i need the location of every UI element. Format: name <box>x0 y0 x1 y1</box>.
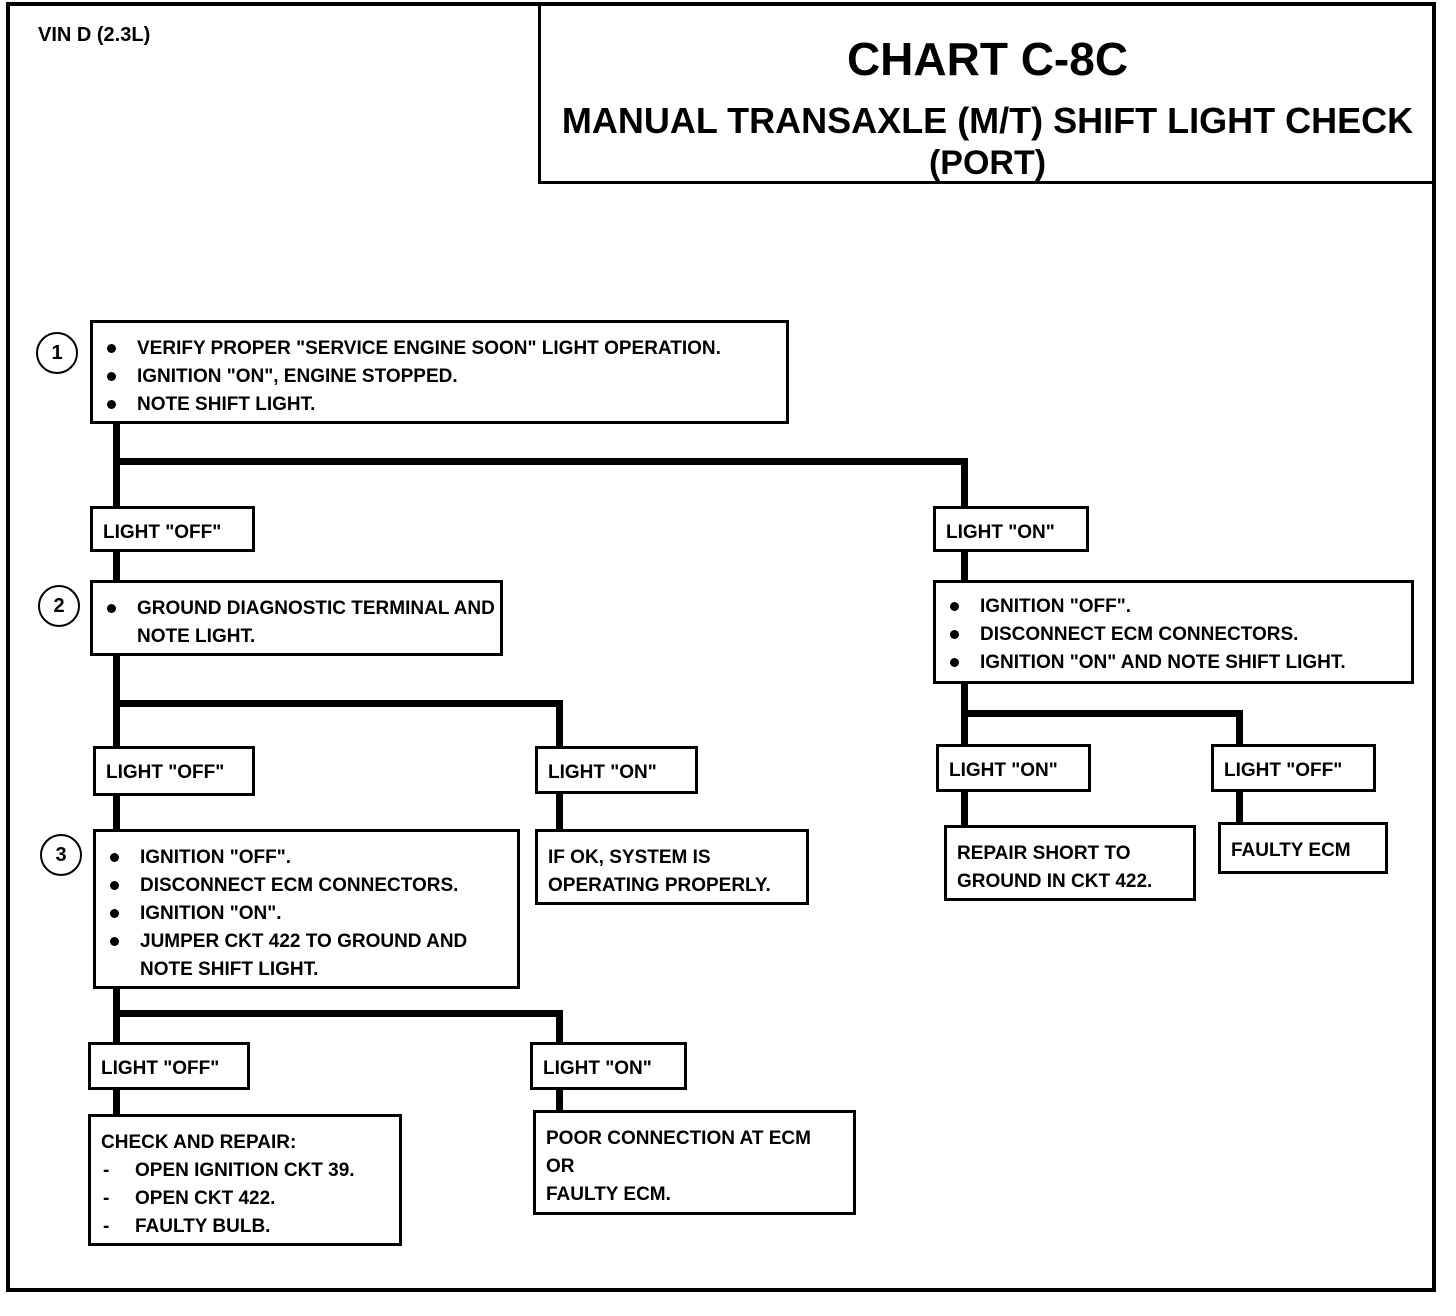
right-check-box: IGNITION "OFF". DISCONNECT ECM CONNECTOR… <box>933 580 1414 684</box>
connector <box>556 1010 563 1045</box>
check-repair-heading: CHECK AND REPAIR: <box>101 1132 297 1153</box>
right-check-item: IGNITION "ON" AND NOTE SHIFT LIGHT. <box>946 649 1411 677</box>
connector <box>113 422 120 512</box>
connector <box>961 710 1243 717</box>
step2-item: GROUND DIAGNOSTIC TERMINAL AND NOTE LIGH… <box>103 595 500 651</box>
light-off-box: LIGHT "OFF" <box>93 746 255 796</box>
connector <box>556 1086 563 1114</box>
connector <box>961 549 968 584</box>
result-text: FAULTY ECM <box>1231 840 1351 861</box>
connector <box>1236 710 1243 748</box>
step-marker-2: 2 <box>38 585 80 627</box>
connector <box>556 700 563 749</box>
step-marker-3: 3 <box>40 834 82 876</box>
connector <box>556 792 563 832</box>
result-text: OPERATING PROPERLY. <box>548 875 771 896</box>
result-text: GROUND IN CKT 422. <box>957 871 1153 892</box>
connector <box>113 458 968 465</box>
step1-item: IGNITION "ON", ENGINE STOPPED. <box>103 363 786 391</box>
step-marker-1: 1 <box>36 332 78 374</box>
connector <box>113 700 563 707</box>
faulty-ecm-box: FAULTY ECM <box>1218 822 1388 874</box>
poor-connection-box: POOR CONNECTION AT ECM OR FAULTY ECM. <box>533 1110 856 1215</box>
step3-item: IGNITION "ON". <box>106 900 517 928</box>
connector <box>1236 790 1243 825</box>
repair-short-box: REPAIR SHORT TO GROUND IN CKT 422. <box>944 825 1196 901</box>
page-frame <box>6 2 1436 1292</box>
check-repair-item: OPEN CKT 422. <box>101 1185 399 1213</box>
connector <box>961 458 968 508</box>
chart-subtitle: (PORT) <box>928 144 1047 182</box>
light-off-box: LIGHT "OFF" <box>90 506 255 552</box>
right-check-item: DISCONNECT ECM CONNECTORS. <box>946 621 1411 649</box>
chart-id: CHART C-8C <box>846 33 1129 85</box>
step1-box: VERIFY PROPER "SERVICE ENGINE SOON" LIGH… <box>90 320 789 424</box>
connector <box>113 792 120 832</box>
light-off-box: LIGHT "OFF" <box>1211 744 1376 792</box>
check-repair-item: FAULTY BULB. <box>101 1213 399 1241</box>
step1-item: NOTE SHIFT LIGHT. <box>103 391 786 419</box>
vin-label: VIN D (2.3L) <box>38 24 151 46</box>
result-text: IF OK, SYSTEM IS <box>548 847 711 868</box>
check-repair-item: OPEN IGNITION CKT 39. <box>101 1157 399 1185</box>
check-repair-box: CHECK AND REPAIR: OPEN IGNITION CKT 39. … <box>88 1114 402 1246</box>
connector <box>113 549 120 584</box>
light-on-box: LIGHT "ON" <box>535 746 698 794</box>
step3-item: DISCONNECT ECM CONNECTORS. <box>106 872 517 900</box>
title-block: CHART C-8C MANUAL TRANSAXLE (M/T) SHIFT … <box>538 6 1434 184</box>
step3-item: IGNITION "OFF". <box>106 844 517 872</box>
step3-item: JUMPER CKT 422 TO GROUND AND NOTE SHIFT … <box>106 928 517 984</box>
result-text: REPAIR SHORT TO <box>957 843 1131 864</box>
connector <box>961 790 968 828</box>
result-text: FAULTY ECM. <box>546 1184 671 1205</box>
light-on-box: LIGHT "ON" <box>530 1042 687 1090</box>
connector <box>113 1010 563 1017</box>
step1-item: VERIFY PROPER "SERVICE ENGINE SOON" LIGH… <box>103 335 786 363</box>
result-text: POOR CONNECTION AT ECM <box>546 1128 811 1149</box>
right-check-item: IGNITION "OFF". <box>946 593 1411 621</box>
step2-box: GROUND DIAGNOSTIC TERMINAL AND NOTE LIGH… <box>90 580 503 656</box>
connector <box>113 1086 120 1118</box>
light-off-box: LIGHT "OFF" <box>88 1042 250 1090</box>
step3-box: IGNITION "OFF". DISCONNECT ECM CONNECTOR… <box>93 829 520 989</box>
light-on-box: LIGHT "ON" <box>933 506 1089 552</box>
result-text: OR <box>546 1156 575 1177</box>
chart-title: MANUAL TRANSAXLE (M/T) SHIFT LIGHT CHECK <box>561 100 1414 141</box>
system-ok-box: IF OK, SYSTEM IS OPERATING PROPERLY. <box>535 829 809 905</box>
light-on-box: LIGHT "ON" <box>936 744 1091 792</box>
